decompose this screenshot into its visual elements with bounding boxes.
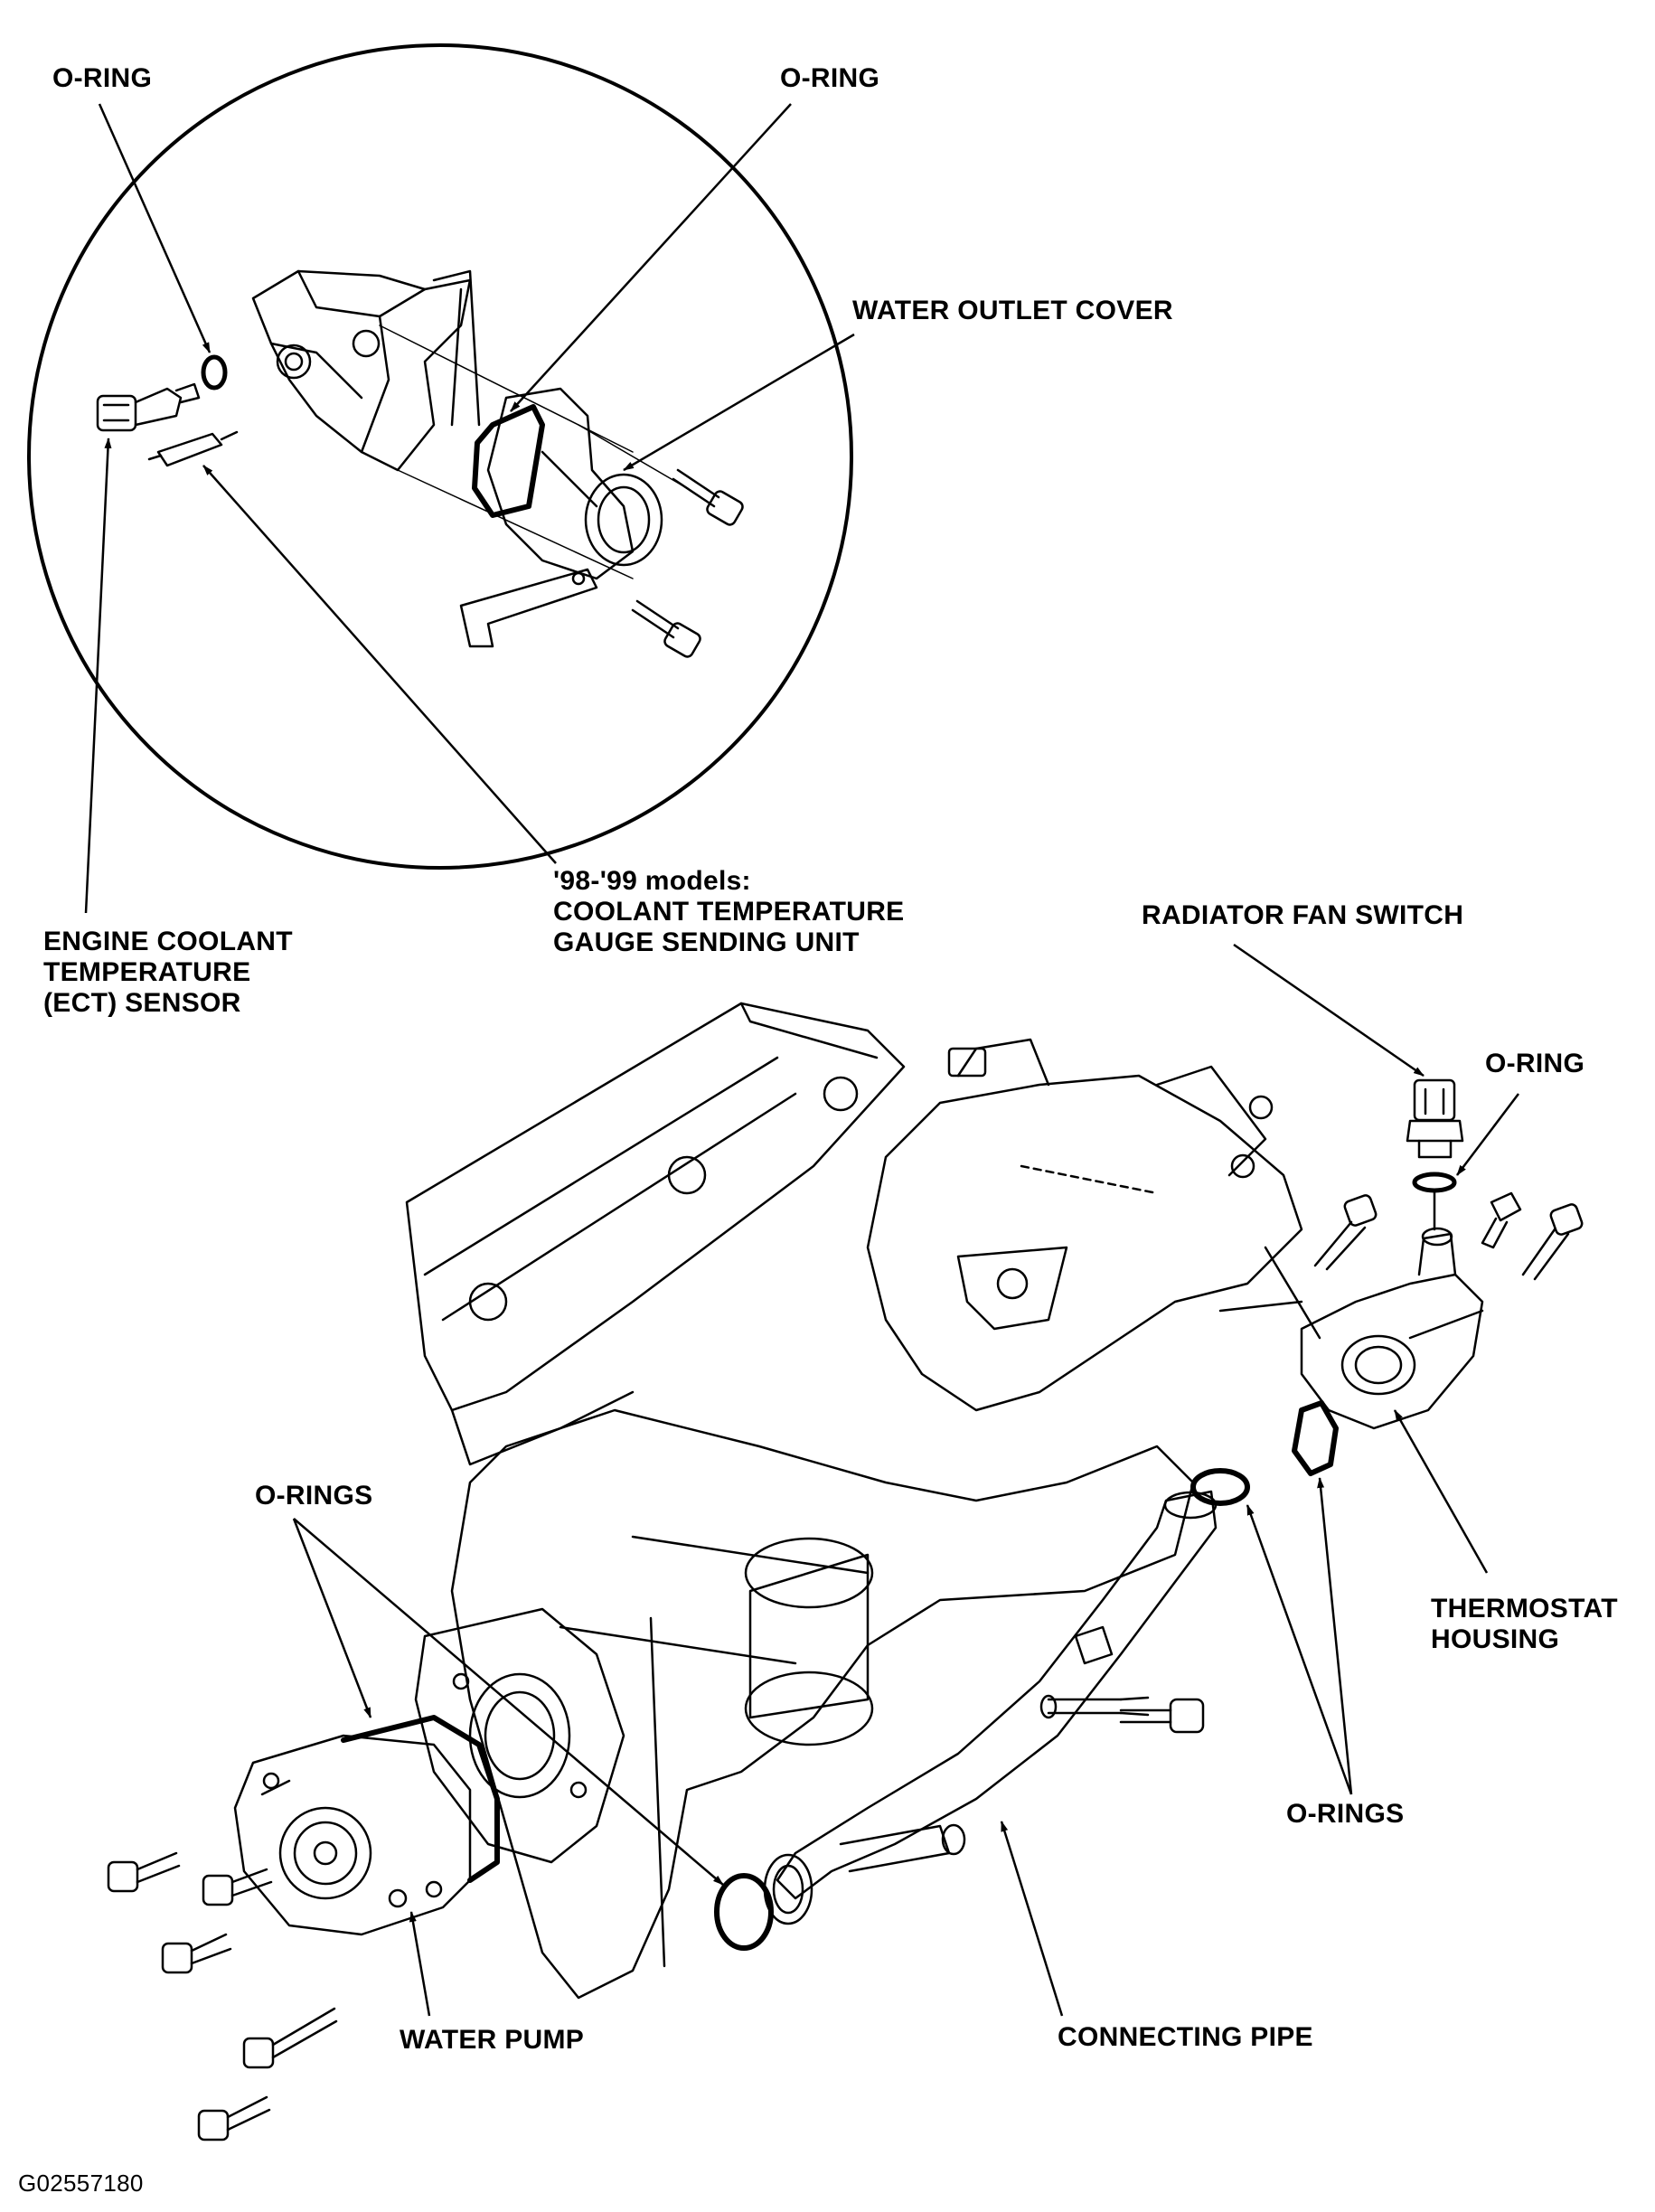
label-radiator-fan-switch: RADIATOR FAN SWITCH bbox=[1142, 900, 1464, 930]
o-ring-thermostat bbox=[1292, 1400, 1339, 1476]
bolt-lower bbox=[631, 599, 701, 658]
gauge-sending-unit-part bbox=[147, 430, 239, 467]
oil-filter bbox=[744, 1537, 874, 1746]
water-pump bbox=[233, 1734, 472, 1936]
o-ring-fan-switch bbox=[1412, 1172, 1457, 1193]
label-coolant-temp-gauge-sending-unit: '98-'99 models: COOLANT TEMPERATURE GAUG… bbox=[553, 866, 905, 957]
ect-sensor-part bbox=[96, 382, 201, 432]
thermostat-bolt-right bbox=[1521, 1203, 1584, 1281]
pipe-bolt bbox=[1039, 1694, 1150, 1719]
detail-view-circle bbox=[27, 43, 853, 870]
thermostat-housing-group bbox=[1292, 1078, 1584, 1476]
label-thermostat-housing: THERMOSTAT HOUSING bbox=[1431, 1594, 1618, 1654]
thermostat-sensor bbox=[1481, 1191, 1522, 1249]
pipe-bolt-right bbox=[1119, 1698, 1205, 1734]
figure-reference-code: G02557180 bbox=[18, 2170, 144, 2197]
label-ect-sensor: ENGINE COOLANT TEMPERATURE (ECT) SENSOR bbox=[43, 927, 293, 1018]
o-ring-pipe-lower bbox=[714, 1873, 774, 1951]
label-connecting-pipe: CONNECTING PIPE bbox=[1058, 2022, 1313, 2052]
thermostat-housing bbox=[1300, 1273, 1484, 1430]
o-ring-pipe-upper bbox=[1190, 1468, 1250, 1506]
pump-bolt-2 bbox=[202, 1868, 273, 1906]
label-o-ring-fan-switch: O-RING bbox=[1485, 1049, 1585, 1078]
pump-bolt-3 bbox=[161, 1933, 232, 1974]
o-ring-sensor bbox=[201, 354, 228, 391]
pump-gasket bbox=[341, 1715, 500, 1883]
bolt-upper bbox=[672, 468, 744, 526]
radiator-fan-switch-part bbox=[1406, 1078, 1464, 1159]
label-o-rings-pump: O-RINGS bbox=[255, 1481, 373, 1511]
label-o-rings-pipe: O-RINGS bbox=[1286, 1799, 1405, 1829]
engine-assembly bbox=[405, 1002, 1321, 2000]
pump-bolt-4 bbox=[242, 2007, 338, 2069]
leader-lines bbox=[84, 103, 1519, 2017]
label-o-ring-outlet: O-RING bbox=[780, 63, 880, 93]
o-ring-outlet bbox=[472, 404, 545, 518]
connecting-pipe bbox=[776, 1490, 1218, 1900]
pump-bolt-5 bbox=[197, 2095, 271, 2141]
water-pump-group bbox=[107, 1715, 500, 2141]
connecting-pipe-group bbox=[714, 1468, 1250, 1951]
label-water-pump: WATER PUMP bbox=[400, 2025, 585, 2055]
bracket bbox=[459, 568, 598, 648]
label-o-ring-ect: O-RING bbox=[52, 63, 153, 93]
thermostat-bolt-left bbox=[1313, 1194, 1378, 1271]
detail-view-parts bbox=[96, 269, 744, 658]
pump-bolt-1 bbox=[107, 1851, 181, 1893]
label-water-outlet-cover: WATER OUTLET COVER bbox=[852, 296, 1173, 325]
